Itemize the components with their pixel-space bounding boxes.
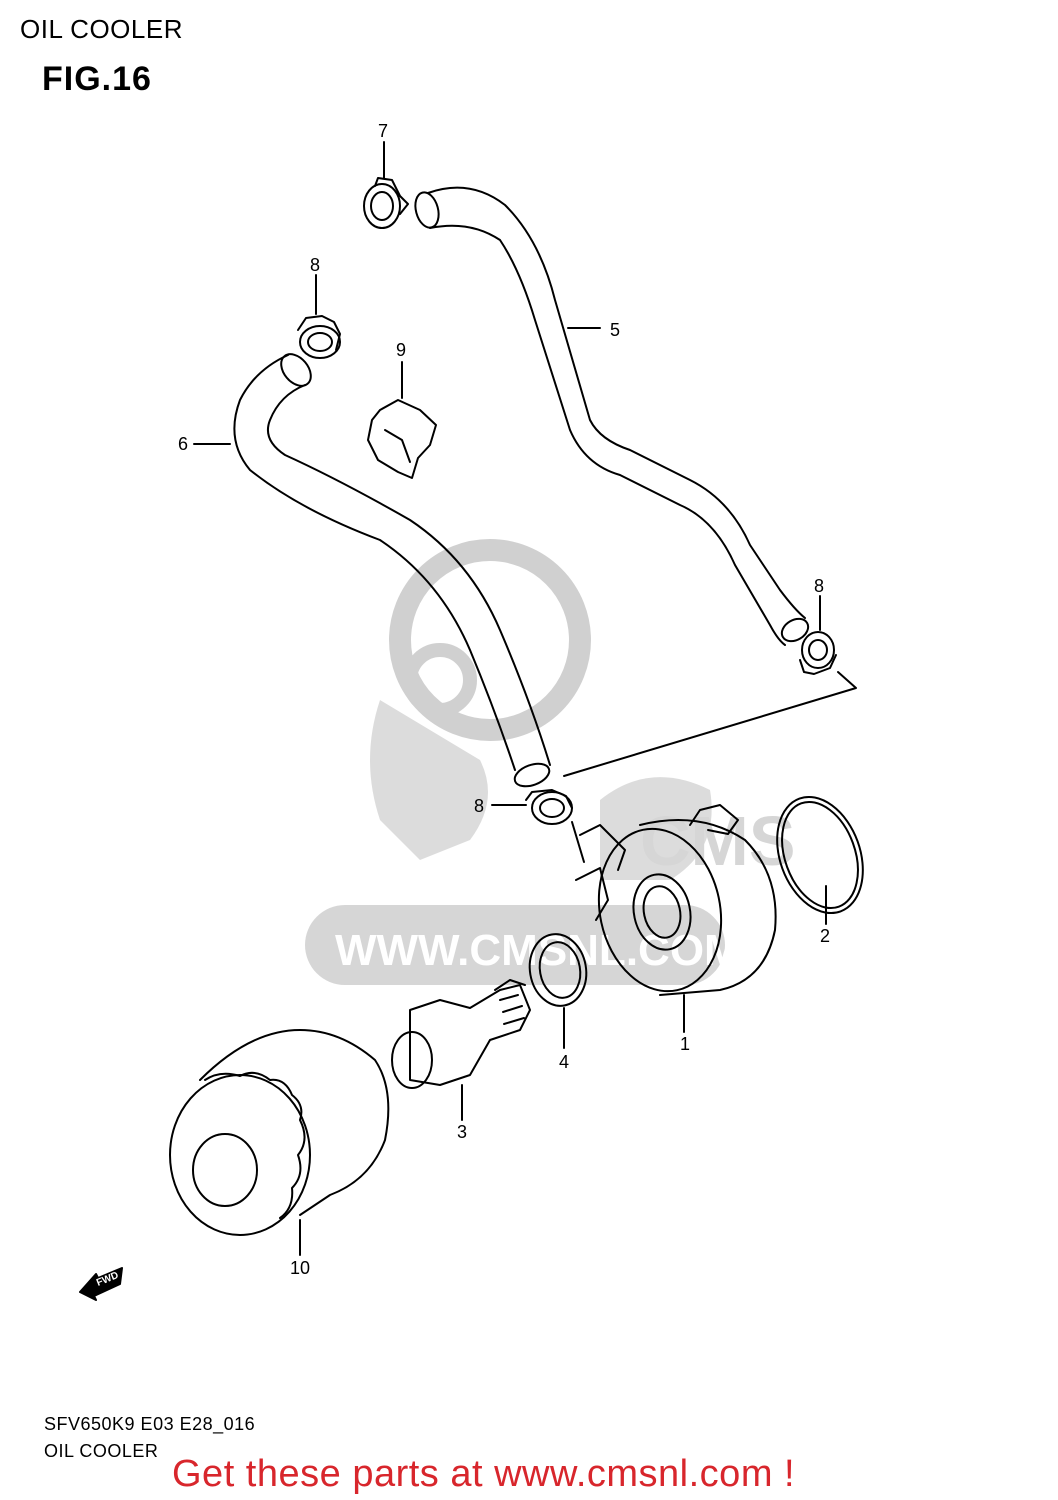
clamp-8-bottom xyxy=(491,789,573,825)
o-ring-2 xyxy=(776,795,864,925)
callout-2: 2 xyxy=(820,926,830,946)
hose-5 xyxy=(414,186,810,646)
clamp-8-right xyxy=(563,595,857,777)
callout-8-bottom: 8 xyxy=(474,796,484,816)
hose-6 xyxy=(193,353,551,788)
page-title: OIL COOLER xyxy=(20,14,183,44)
callout-4: 4 xyxy=(559,1052,569,1072)
callout-6: 6 xyxy=(178,434,188,454)
callout-8-right: 8 xyxy=(814,576,824,596)
bracket-9 xyxy=(367,361,437,479)
callout-1: 1 xyxy=(680,1034,690,1054)
callout-7: 7 xyxy=(378,121,388,141)
figure-label: FIG.16 xyxy=(42,60,152,98)
fwd-arrow-icon xyxy=(79,1267,123,1301)
callout-3: 3 xyxy=(457,1122,467,1142)
promo-link[interactable]: Get these parts at www.cmsnl.com ! xyxy=(172,1453,796,1495)
diagram-code: SFV650K9 E03 E28_016 xyxy=(44,1414,256,1434)
watermark-logo-text: CMS xyxy=(640,802,796,880)
clamp-8-top xyxy=(297,274,341,359)
oil-filter-10 xyxy=(169,1029,390,1256)
clamp-7 xyxy=(363,141,409,229)
callout-5: 5 xyxy=(610,320,620,340)
footer-title: OIL COOLER xyxy=(44,1441,159,1461)
oil-cooler-1 xyxy=(571,804,777,1033)
watermark-text: WWW.CMSNL.COM xyxy=(335,926,741,975)
callout-8-top: 8 xyxy=(310,255,320,275)
washer-4 xyxy=(528,933,588,1049)
union-bolt-3 xyxy=(391,979,531,1121)
callout-9: 9 xyxy=(396,340,406,360)
callout-10: 10 xyxy=(290,1258,310,1278)
